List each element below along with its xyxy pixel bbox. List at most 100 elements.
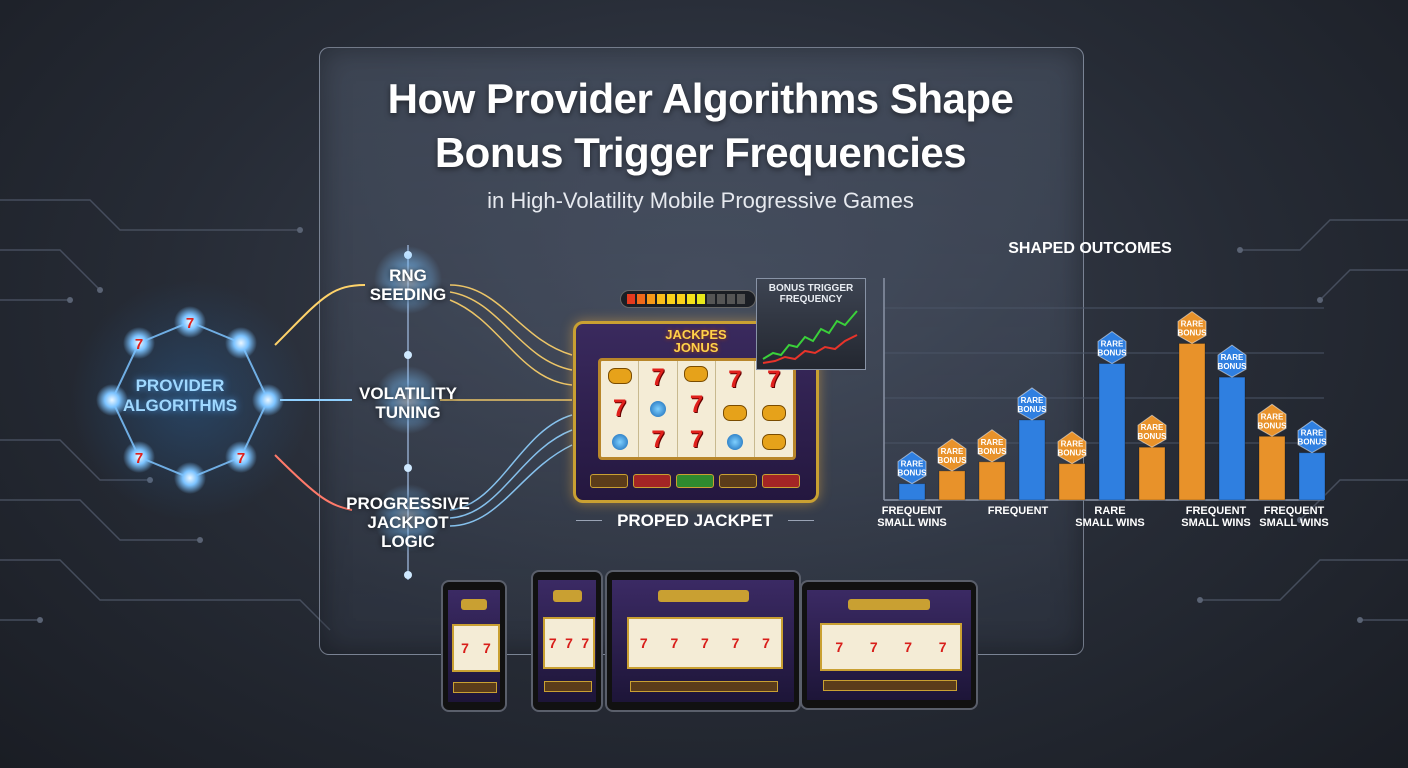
- badge-label: RARE: [901, 460, 924, 469]
- seven-icon: 7: [237, 450, 245, 467]
- hub-node: [174, 462, 206, 494]
- flow-line: [449, 429, 573, 519]
- hub-node: [174, 306, 206, 338]
- bar-symbol-icon: [607, 367, 632, 384]
- badge-label: RARE: [981, 438, 1004, 447]
- bonus-trigger-frequency-box: BONUS TRIGGER FREQUENCY: [756, 278, 866, 370]
- rare-bonus-badge: [1137, 414, 1167, 448]
- badge-label: BONUS: [1298, 438, 1328, 447]
- chart-bar: [1218, 376, 1246, 501]
- rare-bonus-badge: [1257, 403, 1287, 437]
- chart-bar: [1298, 452, 1326, 501]
- coin-icon: [650, 400, 667, 417]
- seven-icon: 7: [689, 425, 704, 453]
- caption-rule-left: [576, 520, 602, 521]
- step-dot: [404, 571, 412, 579]
- slot-button: [590, 474, 628, 488]
- bar-symbol-icon: [684, 366, 709, 383]
- badge-label: BONUS: [1138, 432, 1168, 441]
- hub-node: [123, 327, 155, 359]
- slot-title-line-1: JACKPES: [665, 327, 727, 342]
- x-tick-label: FREQUENT: [988, 505, 1049, 517]
- bonus-trigger-line-2: FREQUENCY: [779, 294, 843, 305]
- badge-label: BONUS: [1058, 449, 1088, 458]
- bar-symbol-icon: [761, 404, 786, 421]
- connector-progressive: [274, 454, 353, 511]
- page-title: How Provider Algorithms Shape Bonus Trig…: [319, 72, 1082, 180]
- step-label: RNG: [389, 266, 427, 285]
- hub-node: [96, 384, 128, 416]
- flow-line: [449, 284, 573, 356]
- x-tick-label: SMALL WINS: [877, 517, 946, 529]
- jackpot-caption: PROPED JACKPET: [617, 511, 773, 530]
- step-volatility-tuning: VOLATILITY TUNING: [340, 384, 476, 422]
- chart-bar: [938, 470, 966, 501]
- x-tick-label: RARE: [1094, 505, 1125, 517]
- x-tick-label: SMALL WINS: [1181, 517, 1250, 529]
- badge-label: BONUS: [1218, 362, 1248, 371]
- badge-label: RARE: [1301, 429, 1324, 438]
- jackpot-meter: [620, 290, 756, 308]
- seven-icon: 7: [728, 365, 742, 393]
- bonus-trigger-label: BONUS TRIGGER FREQUENCY: [757, 283, 865, 305]
- step-rng-seeding: RNG SEEDING: [350, 266, 466, 304]
- badge-label: RARE: [1101, 340, 1124, 349]
- chart-bar: [1018, 419, 1046, 501]
- hub-node: [252, 384, 284, 416]
- chart-bar: [898, 483, 926, 501]
- slot-button: [762, 474, 800, 488]
- chart-bar: [1058, 463, 1086, 501]
- chart-title: SHAPED OUTCOMES: [1008, 240, 1172, 257]
- coin-icon: [726, 434, 743, 451]
- x-tick-label: FREQUENT: [882, 505, 943, 517]
- reel: 7: [601, 361, 640, 457]
- bonus-trigger-line-1: BONUS TRIGGER: [768, 283, 854, 294]
- step-label: LOGIC: [381, 532, 435, 551]
- badge-label: BONUS: [1018, 405, 1048, 414]
- seven-icon: 7: [767, 365, 781, 393]
- hub-nodes: [96, 306, 284, 494]
- badge-label: RARE: [1141, 423, 1164, 432]
- slot-buttons: [590, 474, 800, 488]
- step-glow: [374, 366, 442, 434]
- x-tick-label: SMALL WINS: [1259, 517, 1328, 529]
- badge-label: RARE: [1221, 353, 1244, 362]
- title-line-2: Bonus Trigger Frequencies: [434, 129, 967, 176]
- rare-bonus-badge: [1057, 430, 1087, 465]
- flow-line: [449, 444, 573, 527]
- step-label: JACKPOT: [367, 513, 449, 532]
- badge-label: RARE: [1261, 412, 1284, 421]
- seven-icon: 7: [186, 315, 194, 332]
- step-label: PROGRESSIVE: [346, 494, 470, 513]
- rare-bonus-badge: [1297, 420, 1327, 454]
- rare-bonus-badge: [897, 451, 927, 485]
- coin-icon: [611, 434, 628, 451]
- trend-sparkline: [762, 310, 858, 364]
- flow-line: [449, 291, 573, 371]
- flow-line: [449, 414, 573, 511]
- rare-bonus-badge: [1017, 387, 1047, 421]
- badge-label: RARE: [941, 447, 964, 456]
- hub-node: [225, 441, 257, 473]
- badge-label: RARE: [1021, 396, 1044, 405]
- x-tick-label: FREQUENT: [1264, 505, 1325, 517]
- rare-bonus-badge: [1097, 330, 1127, 365]
- slot-button: [676, 474, 714, 488]
- chart-bar: [1138, 446, 1166, 501]
- slot-title-line-2: JONUS: [673, 340, 719, 355]
- hub-label: PROVIDER ALGORITHMS: [110, 376, 250, 416]
- slot-title: JACKPES JONUS: [576, 328, 816, 354]
- hub-node: [225, 327, 257, 359]
- badge-label: BONUS: [1258, 421, 1288, 430]
- page-subtitle: in High-Volatility Mobile Progressive Ga…: [487, 188, 914, 213]
- shaped-outcomes-chart: RAREBONUSRAREBONUSRAREBONUSRAREBONUSRARE…: [877, 278, 1329, 529]
- chart-bar: [1258, 435, 1286, 501]
